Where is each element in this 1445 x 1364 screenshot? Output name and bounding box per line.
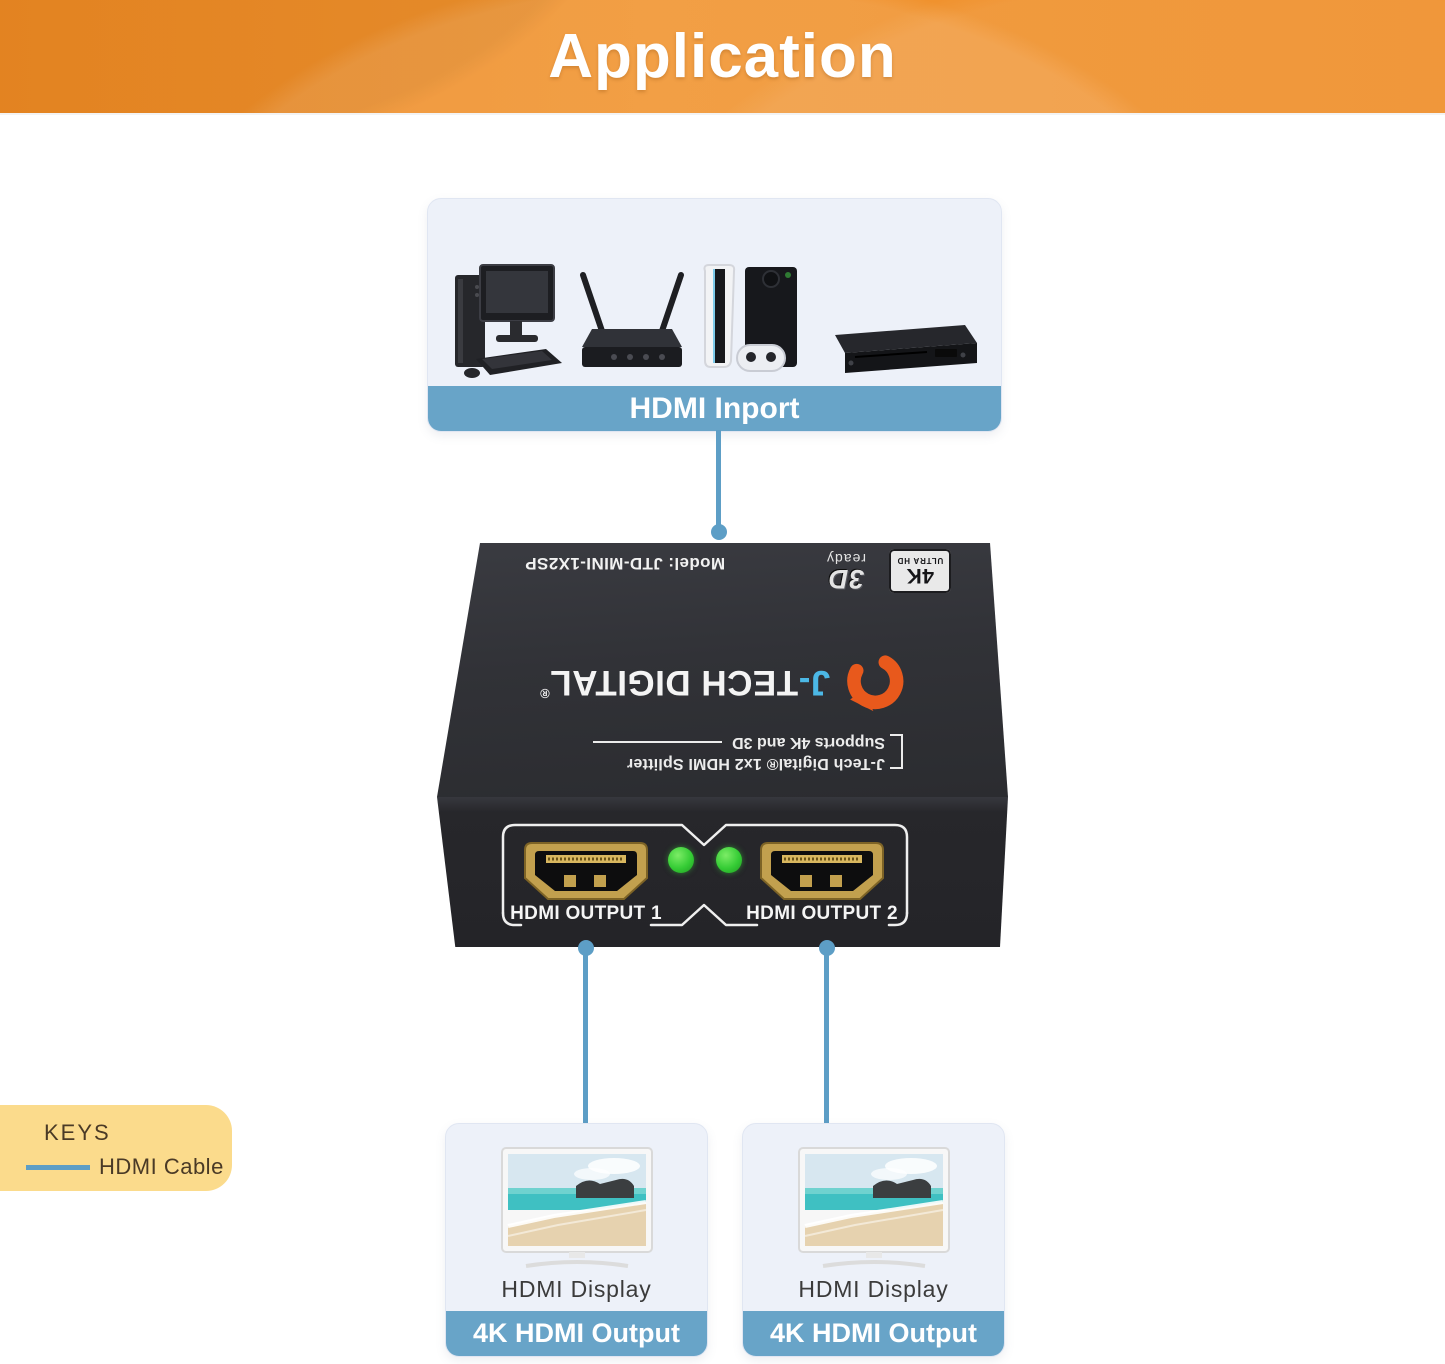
cable-connector-dot xyxy=(578,940,594,956)
hdmi-cable-swatch xyxy=(26,1164,90,1170)
header-banner: Application xyxy=(0,0,1445,115)
wifi-router-icon xyxy=(579,272,684,367)
hdmi-cable-output-1 xyxy=(583,940,588,1125)
tv-display-1 xyxy=(496,1146,658,1279)
hdmi-sources-card: HDMI Inport xyxy=(427,198,1002,432)
tv-beach-image xyxy=(797,1147,950,1268)
page-title: Application xyxy=(548,22,897,91)
hdmi-cable-input xyxy=(716,430,721,532)
hdmi-display-card-1: HDMI Display 4K HDMI Output xyxy=(445,1123,708,1357)
j-tech-digital-logo: J-TECH DIGITAL® xyxy=(539,651,906,713)
hdmi-display-label: HDMI Display xyxy=(501,1276,652,1302)
hdmi-output-2-label: HDMI OUTPUT 2 xyxy=(746,903,898,924)
keys-legend: KEYS HDMI Cable xyxy=(0,1105,232,1191)
j-tech-swoosh-icon xyxy=(846,652,903,712)
keys-title: KEYS xyxy=(44,1120,111,1145)
hdmi-port-output-1 xyxy=(524,842,648,900)
hdmi-output-1-label: HDMI OUTPUT 1 xyxy=(510,903,662,924)
hdmi-input-bar: HDMI Inport xyxy=(428,386,1001,431)
4k-output-bar-2: 4K HDMI Output xyxy=(743,1311,1004,1356)
front-panel-outline xyxy=(501,823,909,927)
hdmi-cable-legend-label: HDMI Cable xyxy=(99,1154,224,1179)
hdmi-display-card-2: HDMI Display 4K HDMI Output xyxy=(742,1123,1005,1357)
status-led-2 xyxy=(716,847,742,873)
hdmi-cable-output-2 xyxy=(824,940,829,1125)
tv-beach-image xyxy=(500,1147,653,1268)
dvd-player-icon xyxy=(834,325,977,373)
source-devices-row xyxy=(442,211,987,383)
cable-connector-dot xyxy=(819,940,835,956)
desktop-computer-icon xyxy=(455,264,562,378)
tv-display-2 xyxy=(793,1146,955,1279)
hdmi-input-label: HDMI Inport xyxy=(629,391,800,425)
cable-connector-dot xyxy=(711,524,727,540)
hdmi-display-label: HDMI Display xyxy=(798,1276,949,1302)
game-consoles-icon xyxy=(703,264,798,372)
hdmi-splitter-device: Model: JTD-MINI-1X2SP 3D ready 4K ULTRA … xyxy=(437,543,1008,947)
4k-output-bar-1: 4K HDMI Output xyxy=(446,1311,707,1356)
hdmi-port-output-2 xyxy=(760,842,884,900)
device-top-face: Model: JTD-MINI-1X2SP 3D ready 4K ULTRA … xyxy=(437,543,1008,797)
status-led-1 xyxy=(668,847,694,873)
